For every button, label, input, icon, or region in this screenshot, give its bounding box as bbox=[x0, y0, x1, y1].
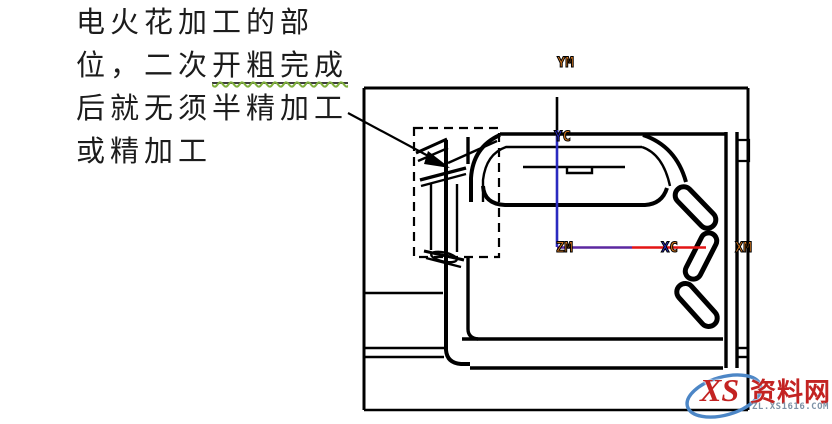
dashed-selection-box bbox=[412, 126, 501, 259]
annotation-line-4: 或精加工 bbox=[76, 136, 213, 168]
annotation-line-3: 后就无须半精加工 bbox=[76, 93, 349, 125]
mold-plate-outline bbox=[362, 86, 751, 412]
axis-label-ym: YM bbox=[557, 55, 574, 71]
edm-feature bbox=[415, 137, 498, 366]
axis-label-xm: XM bbox=[735, 240, 752, 256]
wcs-axes: YM YC ZM XC XM bbox=[554, 55, 753, 257]
watermark-site-url: ZL.XS1616.COM bbox=[752, 402, 829, 412]
axis-label-xc: XC bbox=[661, 240, 678, 256]
watermark-site-name: 资料网 bbox=[750, 377, 832, 407]
annotation-line-2: 位，二次开粗完成 bbox=[76, 50, 349, 84]
underlined-term: 开粗完成 bbox=[212, 50, 349, 84]
axis-label-zm: ZM bbox=[556, 240, 573, 256]
leader-arrow bbox=[347, 112, 450, 168]
annotation-line-1: 电火花加工的部 bbox=[76, 7, 315, 39]
watermark-logo: XS 资料网 ZL.XS1616.COM bbox=[684, 370, 832, 424]
watermark-ellipse-icon bbox=[685, 373, 763, 419]
angled-slot bbox=[682, 230, 720, 282]
angled-slot bbox=[674, 280, 720, 330]
angled-slot bbox=[672, 184, 719, 231]
cavity-boss bbox=[469, 133, 688, 207]
annotation-text: 电火花加工的部 位，二次开粗完成 后就无须半精加工 或精加工 bbox=[76, 2, 396, 174]
angled-slots bbox=[672, 184, 720, 330]
watermark-logo-text: XS bbox=[700, 372, 740, 408]
axis-label-yc: YC bbox=[554, 129, 571, 145]
